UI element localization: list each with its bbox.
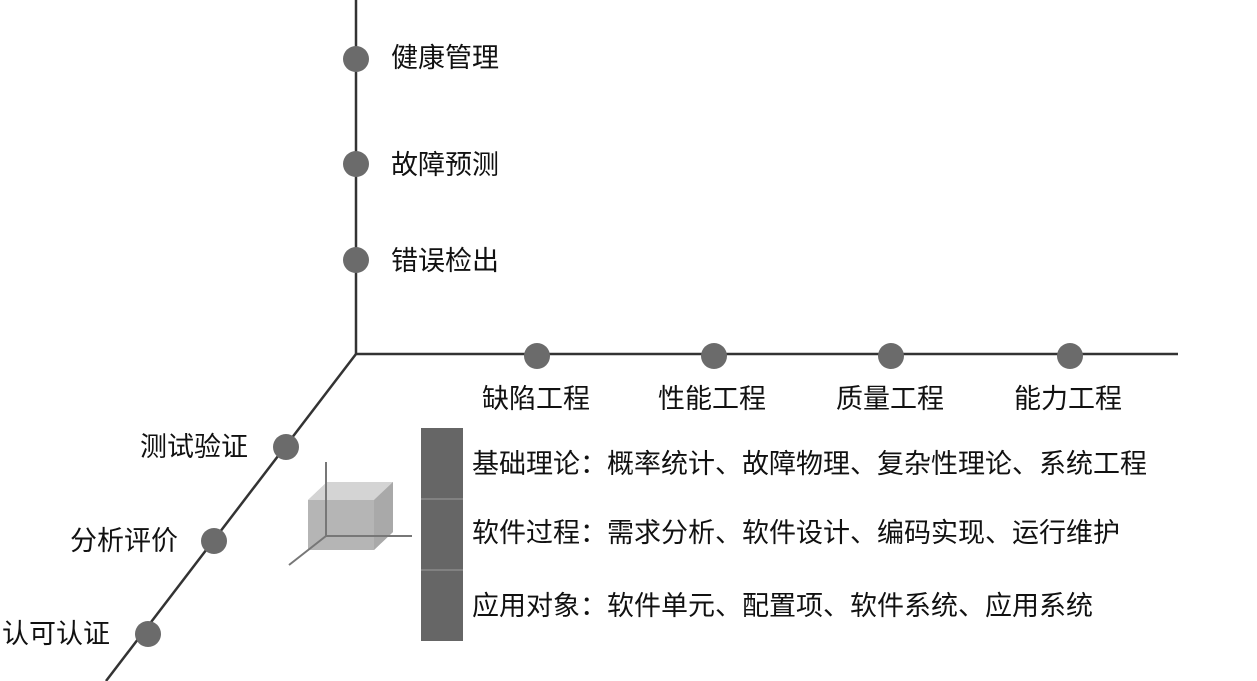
horizontal-axis-label: 性能工程 xyxy=(658,384,766,415)
horizontal-axis-label: 缺陷工程 xyxy=(482,384,590,415)
diagonal-axis-dot xyxy=(201,528,227,554)
vertical-axis-dot xyxy=(343,247,369,273)
info-panel-blocks xyxy=(421,428,463,641)
horizontal-axis-label: 能力工程 xyxy=(1014,384,1122,415)
diagonal-axis-label: 测试验证 xyxy=(140,432,248,463)
horizontal-axis-dot xyxy=(701,343,727,369)
horizontal-axis-dot xyxy=(524,343,550,369)
vertical-axis-label: 错误检出 xyxy=(391,246,499,277)
diagonal-axis-label: 分析评价 xyxy=(70,526,178,557)
horizontal-axis-dot xyxy=(878,343,904,369)
info-row-objects: 应用对象：软件单元、配置项、软件系统、应用系统 xyxy=(472,591,1093,622)
horizontal-axis-dot xyxy=(1057,343,1083,369)
horizontal-axis-label: 质量工程 xyxy=(836,384,944,415)
diagonal-axis-dot xyxy=(135,621,161,647)
cube-axes-icon xyxy=(288,462,412,566)
diagonal-axis-dot xyxy=(273,434,299,460)
vertical-axis-label: 健康管理 xyxy=(391,43,499,74)
vertical-axis-dot xyxy=(343,151,369,177)
diagonal-axis-label: 认可认证 xyxy=(2,619,110,650)
info-row-foundation: 基础理论：概率统计、故障物理、复杂性理论、系统工程 xyxy=(472,449,1147,480)
info-row-process: 软件过程：需求分析、软件设计、编码实现、运行维护 xyxy=(472,518,1120,549)
vertical-axis-dot xyxy=(343,46,369,72)
vertical-axis-label: 故障预测 xyxy=(391,150,499,181)
